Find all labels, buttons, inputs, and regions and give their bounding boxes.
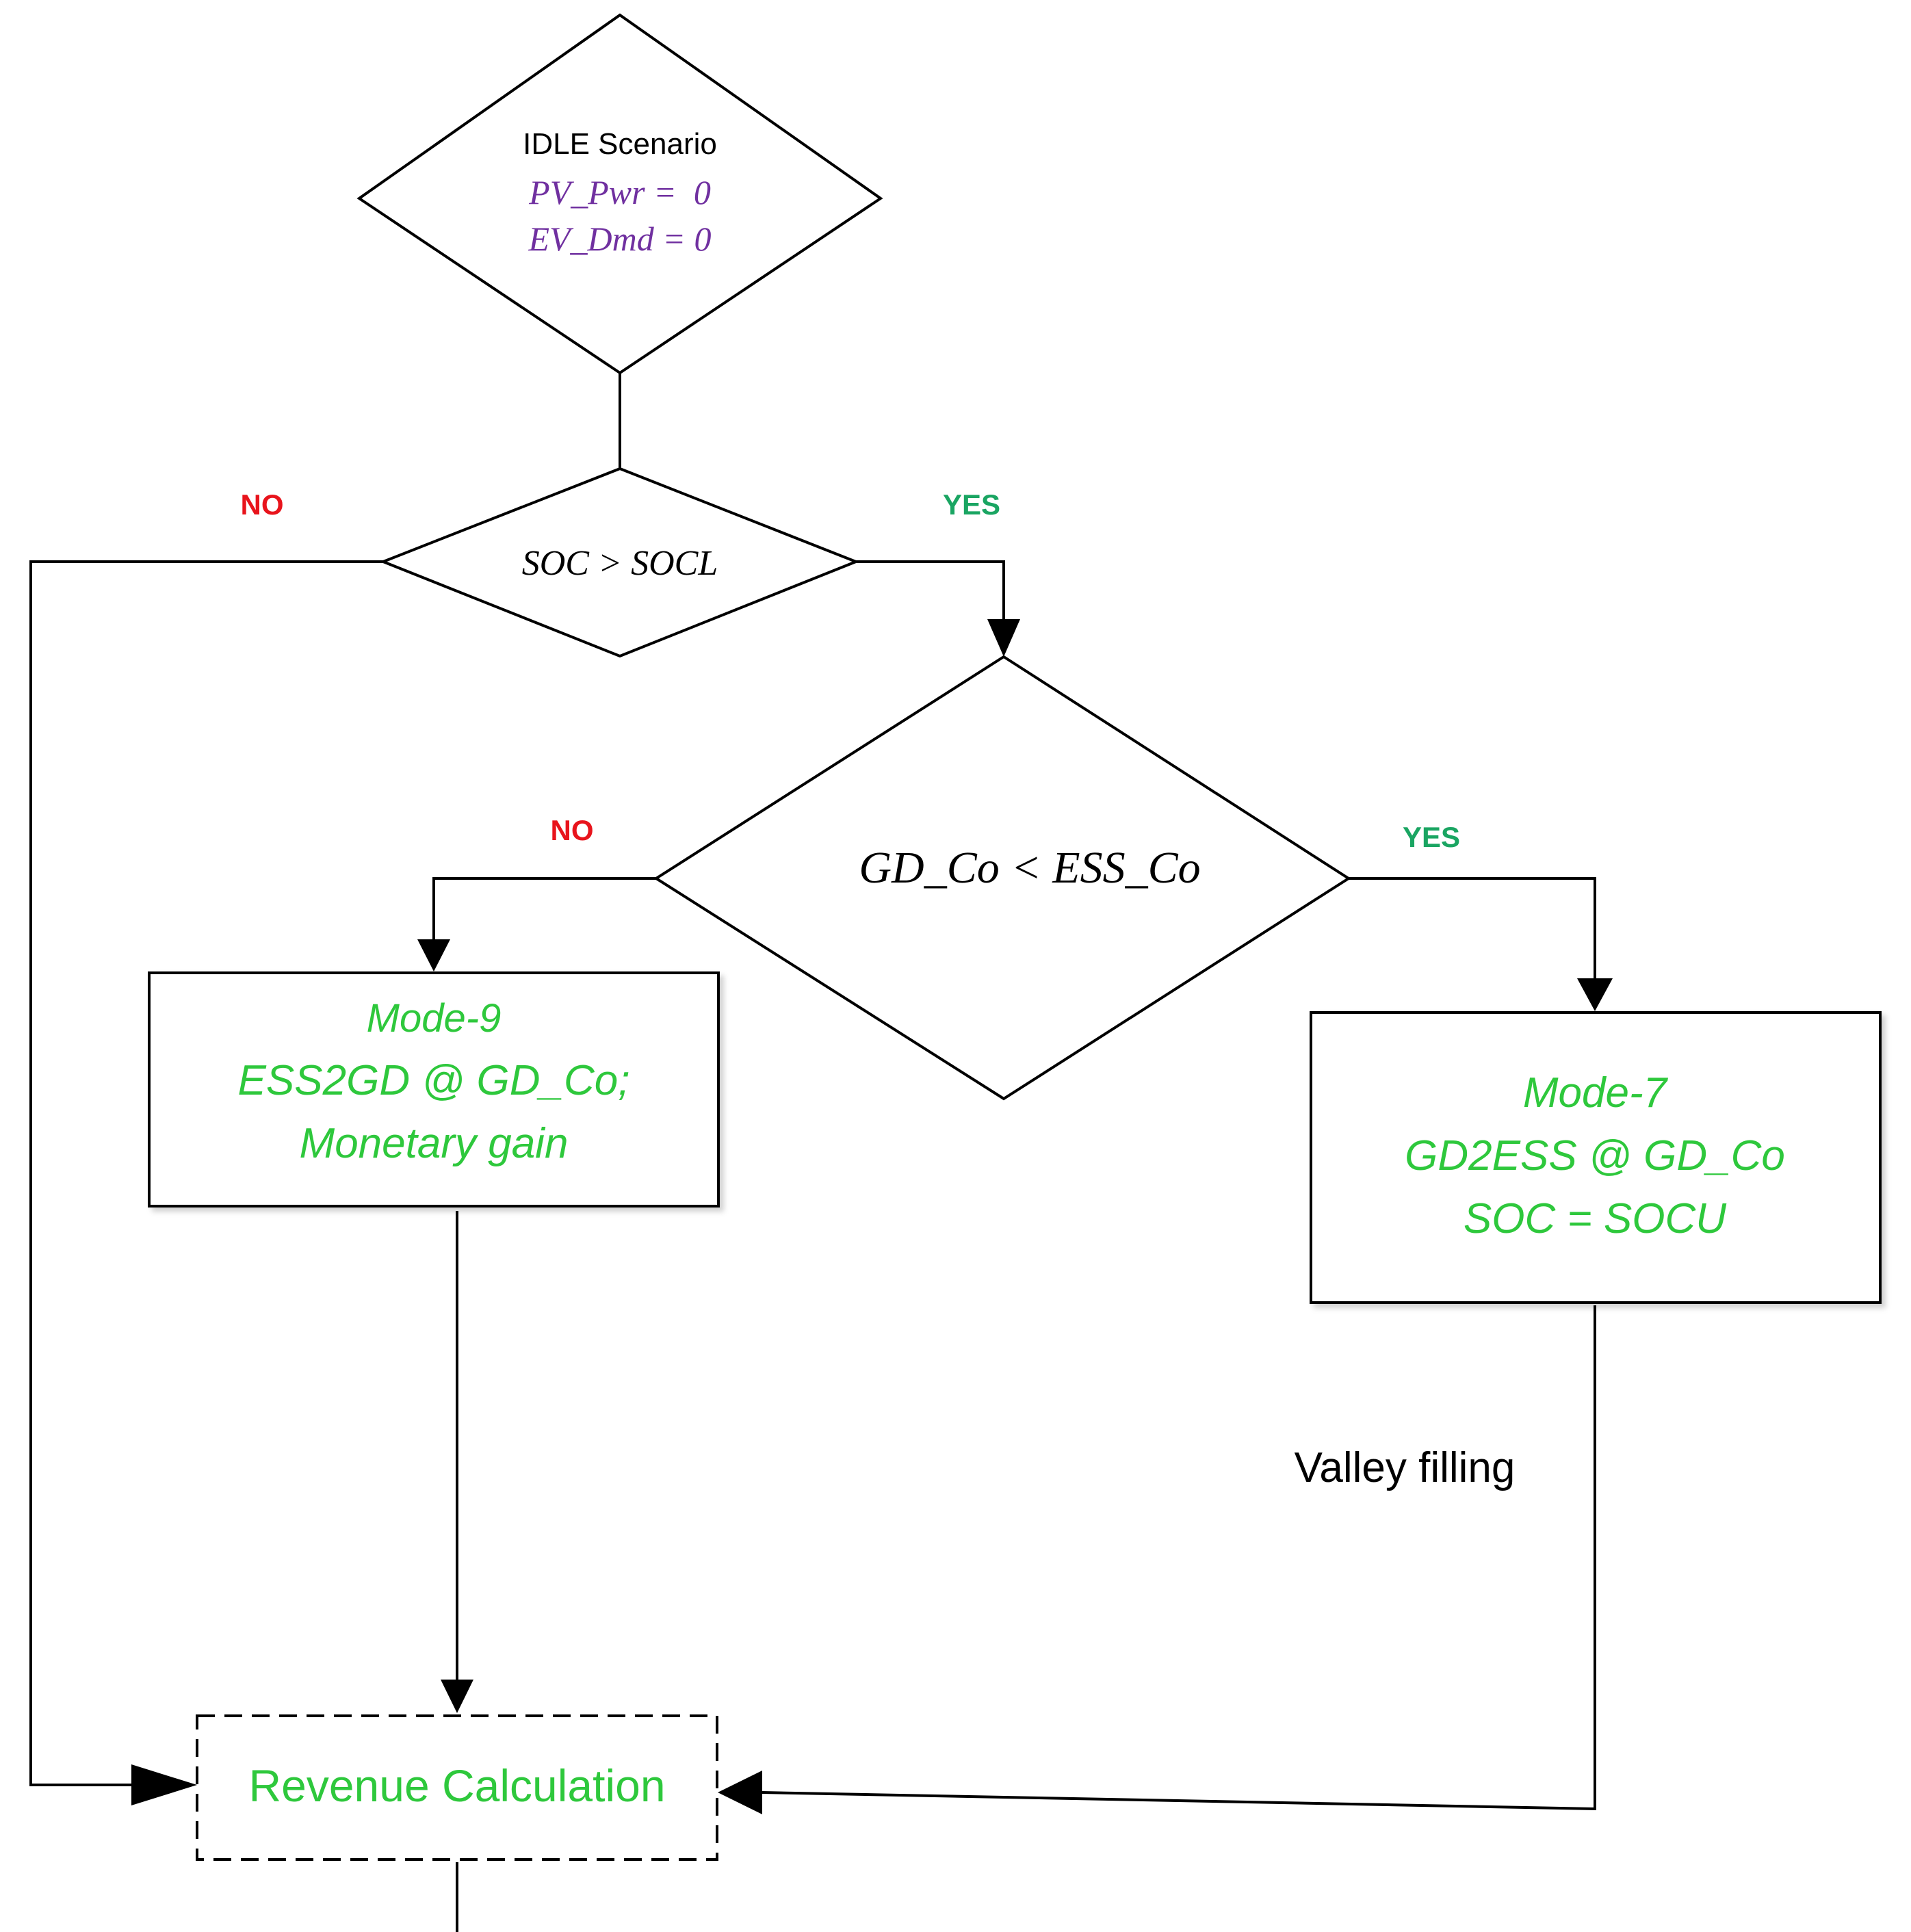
connectors	[29, 373, 1596, 1932]
mode9-title: Mode-9	[367, 996, 502, 1041]
cost-yes-label: YES	[1403, 821, 1460, 853]
idle-ev-demand-condition: EV_Dmd = 0	[528, 220, 711, 258]
mode9-action: ESS2GD @ GD_Co;	[238, 1057, 630, 1104]
connector-cost-yes-to-mode7	[1349, 877, 1596, 978]
soc-condition: SOC > SOCL	[522, 544, 718, 583]
revenue-calculation-label: Revenue Calculation	[248, 1760, 665, 1811]
mode7-action: GD2ESS @ GD_Co	[1405, 1132, 1785, 1179]
arrowhead-to-cost-decision	[987, 619, 1020, 657]
soc-no-label: NO	[241, 488, 284, 521]
connector-cost-no-to-mode9	[432, 877, 656, 939]
idle-pv-power-condition: PV_Pwr = 0	[528, 173, 711, 211]
mode7-soc-result: SOC = SOCU	[1464, 1195, 1727, 1242]
arrowhead-to-mode7	[1577, 978, 1613, 1011]
connector-soc-no-to-revenue	[29, 560, 383, 1786]
mode7-box	[1310, 1011, 1882, 1304]
idle-scenario-title: IDLE Scenario	[523, 127, 717, 161]
soc-decision	[379, 467, 860, 658]
arrowhead-soc-no-to-revenue	[131, 1764, 197, 1805]
mode9-box	[148, 971, 720, 1208]
arrowhead-mode7-to-revenue	[718, 1771, 762, 1814]
valley-filling-label: Valley filling	[1295, 1444, 1516, 1491]
mode9-benefit: Monetary gain	[300, 1120, 569, 1167]
connector-mode7-to-revenue	[762, 1305, 1596, 1811]
cost-no-label: NO	[551, 814, 594, 846]
soc-yes-label: YES	[943, 488, 1000, 521]
arrowhead-mode9-to-revenue	[441, 1680, 473, 1713]
revenue-calculation-box	[196, 1714, 718, 1861]
arrowheads	[131, 619, 1613, 1814]
cost-condition: GD_Co < ESS_Co	[859, 843, 1200, 893]
cost-decision	[653, 655, 1351, 1101]
arrowhead-to-mode9	[417, 939, 450, 971]
idle-scenario-decision	[356, 13, 883, 375]
connector-soc-yes-to-cost	[856, 560, 1005, 619]
mode7-title: Mode-7	[1523, 1069, 1669, 1117]
